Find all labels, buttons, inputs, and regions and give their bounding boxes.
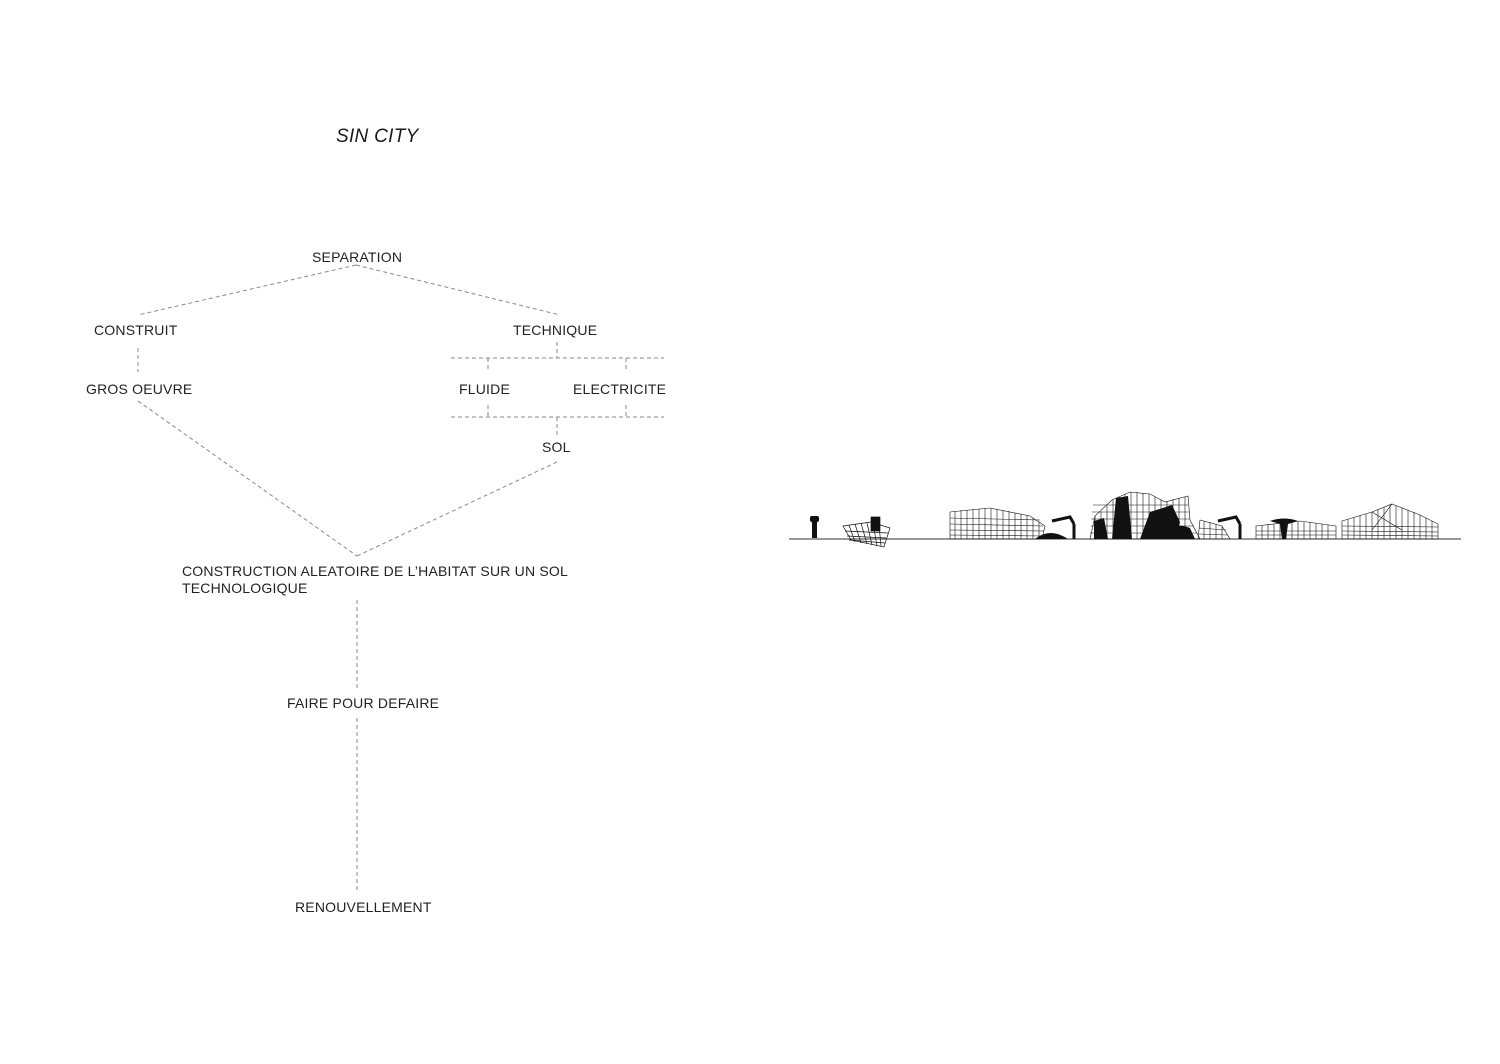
node-construction-line2: TECHNOLOGIQUE	[182, 580, 308, 596]
small-figure	[810, 516, 819, 538]
link-sol-construction	[356, 461, 558, 557]
tower-dark-masses	[1094, 496, 1195, 539]
node-construction-aleatoire: CONSTRUCTION ALEATOIRE DE L’HABITAT SUR …	[182, 563, 568, 597]
node-renouvellement: RENOUVELLEMENT	[295, 899, 432, 915]
diagram-title: SIN CITY	[336, 126, 419, 147]
node-construit: CONSTRUIT	[94, 322, 178, 338]
node-gros-oeuvre: GROS OEUVRE	[86, 381, 193, 397]
mesh-building-2	[949, 507, 1046, 540]
mesh-building-5	[1341, 503, 1439, 540]
node-sol: SOL	[542, 439, 571, 455]
dome-structure	[1035, 533, 1068, 539]
mushroom-structure	[1270, 518, 1298, 539]
mesh-building-3	[1197, 519, 1231, 540]
node-fluide: FLUIDE	[459, 381, 510, 397]
link-separation-technique	[355, 264, 561, 316]
node-separation: SEPARATION	[312, 249, 403, 265]
link-gros-oeuvre-construction	[137, 400, 358, 557]
node-technique: TECHNIQUE	[513, 322, 598, 338]
crane-arm-1	[1051, 515, 1076, 539]
node-construction-line1: CONSTRUCTION ALEATOIRE DE L’HABITAT SUR …	[182, 563, 568, 579]
crane-arm-2	[1217, 515, 1242, 539]
node-electricite: ELECTRICITE	[573, 381, 667, 397]
node-faire-pour-defaire: FAIRE POUR DEFAIRE	[287, 695, 440, 711]
mesh-building-4	[1255, 520, 1337, 540]
link-separation-construit	[137, 264, 357, 316]
mesh-building-1	[842, 516, 891, 548]
